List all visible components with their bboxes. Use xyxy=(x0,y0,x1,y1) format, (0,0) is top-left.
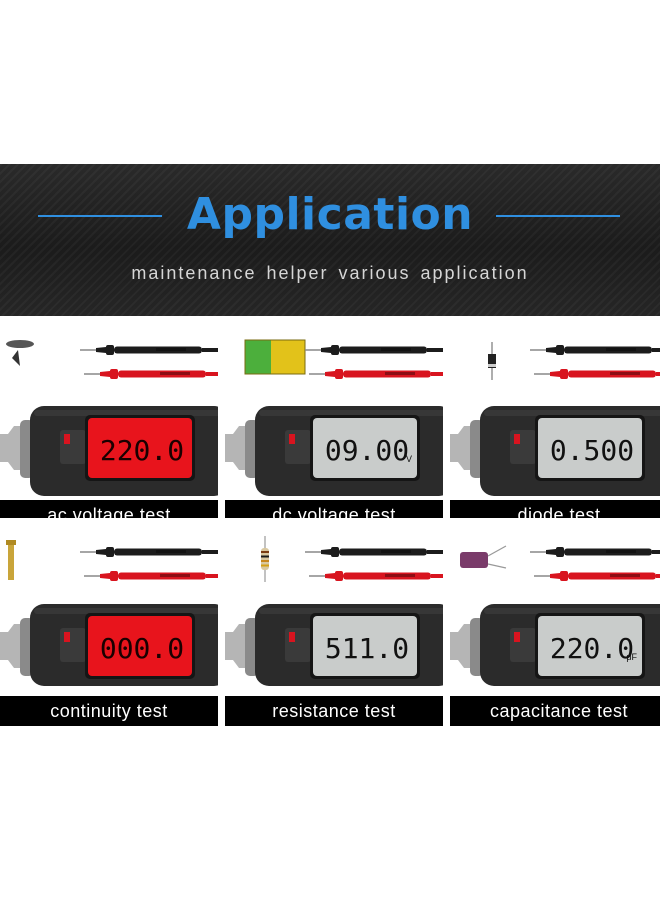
multimeter-pen: 09.00V xyxy=(225,406,443,496)
red-test-probe xyxy=(309,571,443,581)
lcd-reading: 511.0 xyxy=(325,632,409,665)
multimeter-pen: 220.0 xyxy=(0,406,218,496)
lcd-reading: 0.500 xyxy=(550,434,634,467)
lcd-display xyxy=(538,418,642,478)
black-test-probe xyxy=(305,345,443,355)
banner-right-rule xyxy=(496,215,620,217)
application-card: 511.0 resistance test xyxy=(225,518,443,726)
black-test-probe xyxy=(305,547,443,557)
card-label: continuity test xyxy=(0,696,218,726)
multimeter-pen: 0.500 xyxy=(450,406,660,496)
card-label: capacitance test xyxy=(450,696,660,726)
lcd-display xyxy=(313,418,417,478)
card-illustration: 220.0μF xyxy=(450,545,660,686)
card-illustration: 0.500 xyxy=(450,342,660,496)
lcd-display xyxy=(538,616,642,676)
black-test-probe xyxy=(80,345,218,355)
black-test-probe xyxy=(530,345,660,355)
black-test-probe xyxy=(80,547,218,557)
capacitor-component xyxy=(460,545,507,569)
card-illustration: 511.0 xyxy=(225,536,443,686)
red-test-probe xyxy=(534,369,660,379)
lcd-unit: μF xyxy=(626,652,637,662)
lcd-display xyxy=(88,418,192,478)
red-test-probe xyxy=(84,369,218,379)
card-illustration: 220.0 xyxy=(0,340,218,496)
multimeter-pen: 000.0 xyxy=(0,604,218,686)
lcd-reading: 220.0 xyxy=(550,632,634,665)
black-test-probe xyxy=(530,547,660,557)
lcd-display xyxy=(313,616,417,676)
red-test-probe xyxy=(84,571,218,581)
red-test-probe xyxy=(534,571,660,581)
probe-tip-component xyxy=(6,340,34,366)
application-card: 000.0 continuity test xyxy=(0,518,218,726)
diode-component xyxy=(488,342,496,380)
multimeter-pen: 511.0 xyxy=(225,604,443,686)
terminal-component xyxy=(6,540,16,580)
lcd-unit: V xyxy=(406,454,412,464)
card-illustration: 09.00V xyxy=(225,339,443,496)
lcd-reading: 000.0 xyxy=(100,632,184,665)
banner-subtitle: maintenance helper various application xyxy=(131,263,529,283)
battery-component xyxy=(244,339,306,375)
resistor-component xyxy=(261,536,269,582)
lcd-reading: 220.0 xyxy=(100,434,184,467)
banner-title: Application xyxy=(186,189,474,240)
lcd-reading: 09.00 xyxy=(325,434,409,467)
lcd-display xyxy=(88,616,192,676)
card-label: resistance test xyxy=(225,696,443,726)
multimeter-pen: 220.0μF xyxy=(450,604,660,686)
banner-left-rule xyxy=(38,215,162,217)
card-illustration: 000.0 xyxy=(0,540,218,686)
application-banner xyxy=(0,164,660,316)
red-test-probe xyxy=(309,369,443,379)
